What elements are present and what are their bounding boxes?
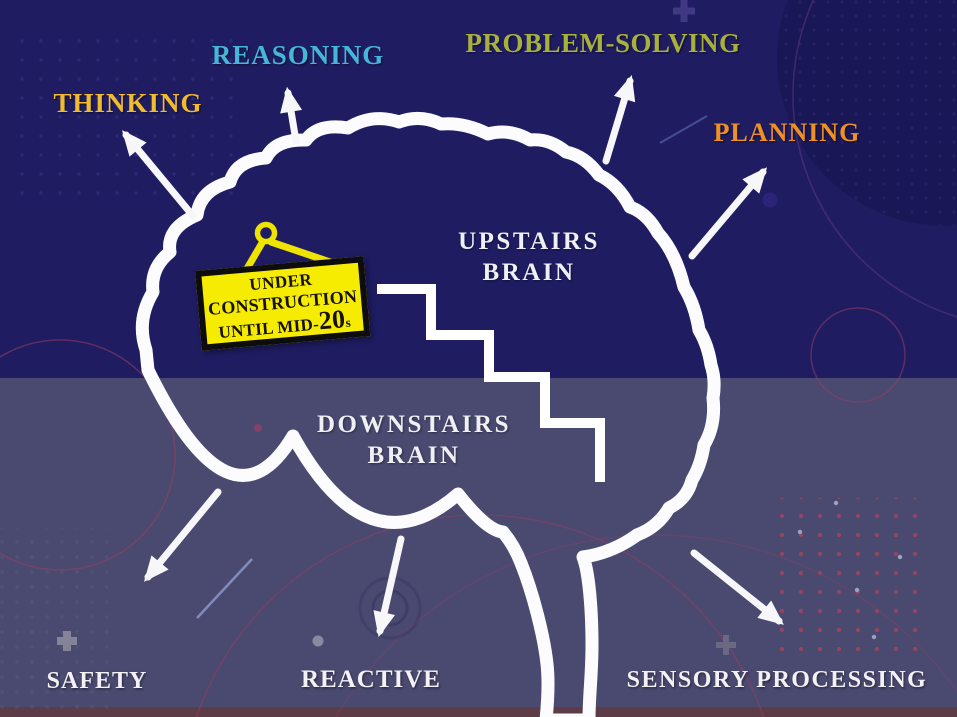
arrow-reactive bbox=[373, 535, 405, 638]
halftone-dots-topright bbox=[777, 0, 957, 226]
downstairs-line1: DOWNSTAIRS bbox=[316, 411, 512, 438]
circle-arc-bottom2 bbox=[335, 534, 957, 717]
plus-icon bbox=[673, 0, 695, 22]
upstairs-line1: UPSTAIRS bbox=[458, 228, 600, 255]
dot-decoration bbox=[762, 192, 778, 208]
plus-icon bbox=[57, 631, 77, 651]
circle-small-right bbox=[810, 307, 906, 403]
circle-arc-left bbox=[0, 339, 176, 571]
dot-decoration bbox=[312, 635, 324, 647]
downstairs-brain-label: DOWNSTAIRS BRAIN bbox=[317, 409, 511, 471]
label-thinking: THINKING bbox=[53, 88, 203, 118]
dot-decoration bbox=[254, 424, 262, 432]
dot-grid-topleft bbox=[8, 38, 238, 210]
dot-grid-bottomright bbox=[779, 498, 917, 666]
arrow-planning bbox=[688, 167, 768, 260]
under-construction-sign: UNDER CONSTRUCTION UNTIL MID-20s bbox=[195, 256, 371, 351]
arrow-sensory-processing bbox=[690, 549, 784, 625]
bottom-bar bbox=[0, 707, 957, 717]
label-safety: SAFETY bbox=[46, 668, 148, 694]
staircase bbox=[377, 284, 605, 482]
arrow-reasoning bbox=[280, 86, 303, 145]
diagonal-line-bottomleft bbox=[196, 558, 253, 619]
label-reasoning: REASONING bbox=[211, 40, 385, 70]
upstairs-line2: BRAIN bbox=[482, 259, 576, 286]
label-reactive: REACTIVE bbox=[301, 666, 441, 693]
plus-icon bbox=[716, 635, 736, 655]
label-problem-solving: PROBLEM-SOLVING bbox=[465, 28, 741, 58]
upstairs-brain-label: UPSTAIRS BRAIN bbox=[458, 226, 600, 288]
diagonal-line-topright bbox=[659, 115, 708, 144]
label-planning: PLANNING bbox=[713, 118, 861, 147]
downstairs-line2: BRAIN bbox=[367, 442, 461, 469]
arrow-safety bbox=[143, 488, 222, 582]
arrow-problem-solving bbox=[602, 74, 636, 165]
label-sensory-processing: SENSORY PROCESSING bbox=[626, 667, 928, 693]
arrows bbox=[121, 74, 784, 638]
halftone-bottomleft bbox=[0, 528, 108, 710]
circle-arc-topright bbox=[792, 0, 957, 318]
arrow-thinking bbox=[121, 130, 197, 220]
